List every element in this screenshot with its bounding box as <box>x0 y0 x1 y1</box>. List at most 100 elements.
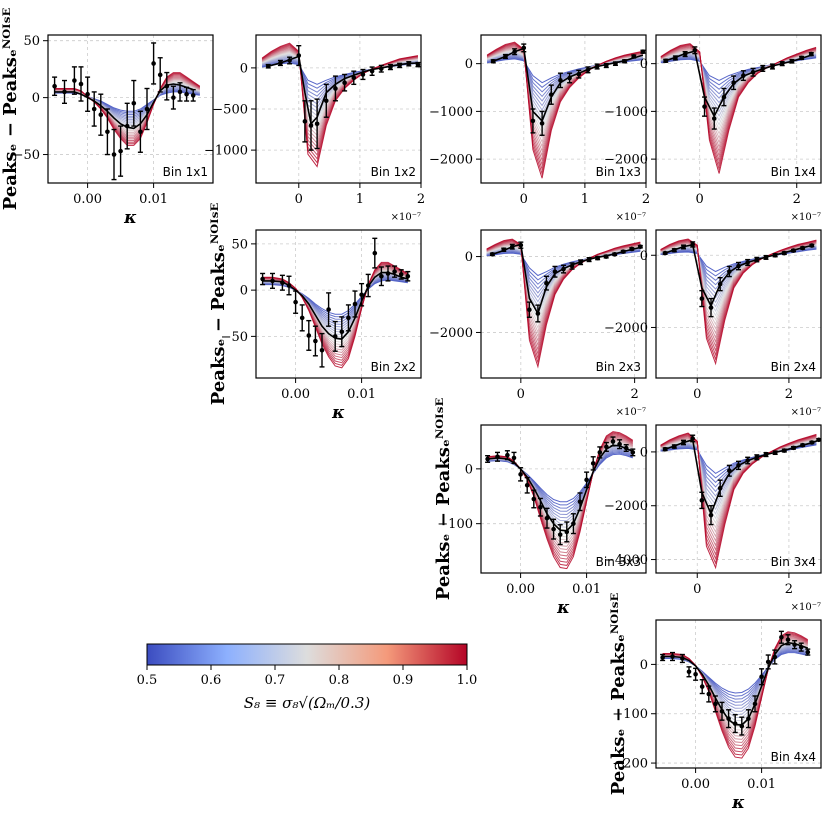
plot-frame <box>655 34 822 184</box>
x-tick-label: 0 <box>693 387 701 402</box>
data-point <box>388 64 393 70</box>
data-point <box>681 440 686 445</box>
y-tick-label: −100 <box>437 517 473 532</box>
data-point <box>760 66 766 71</box>
y-tick-label: −50 <box>13 148 40 163</box>
data-point <box>157 72 163 78</box>
data-point <box>397 63 402 68</box>
data-points <box>265 44 421 151</box>
data-point <box>333 86 338 91</box>
data-point <box>260 276 265 282</box>
data-point <box>690 436 695 441</box>
data-point <box>727 468 732 474</box>
data-point <box>630 450 636 455</box>
data-point <box>564 529 570 535</box>
data-point <box>286 283 292 288</box>
data-point <box>699 684 705 689</box>
y-tick-label: −2000 <box>604 499 648 514</box>
data-point <box>359 292 364 298</box>
data-point <box>339 329 345 335</box>
colorbar-label: S₈ ≡ σ₈√(Ωₘ/0.3) <box>244 694 371 712</box>
data-point <box>138 129 143 135</box>
plot-frame <box>255 229 422 379</box>
plot-frame <box>655 229 822 379</box>
x-tick-label: 2 <box>630 387 638 402</box>
data-point <box>746 716 751 721</box>
data-point <box>558 78 563 83</box>
data-point <box>405 273 411 279</box>
data-point <box>527 307 532 312</box>
data-point <box>699 498 705 503</box>
data-point <box>372 250 378 256</box>
data-point <box>799 55 804 61</box>
data-points <box>662 241 815 318</box>
data-point <box>680 656 685 661</box>
data-point <box>706 691 712 697</box>
plot-area <box>256 230 421 378</box>
data-point <box>736 463 741 468</box>
y-tick-label: −1000 <box>204 144 248 159</box>
data-point <box>731 80 736 86</box>
axis-exponent: ×10⁻⁷ <box>391 212 421 223</box>
y-tick-label: −4000 <box>604 553 648 568</box>
data-point <box>177 89 183 95</box>
x-axis-label: κ <box>123 208 137 228</box>
model-curve <box>662 631 809 759</box>
model-curve <box>261 42 418 168</box>
y-tick-label: −2000 <box>429 326 473 341</box>
bin-label: Bin 3x3 <box>596 555 641 569</box>
data-point <box>763 255 769 260</box>
data-point <box>378 66 384 72</box>
data-point <box>190 93 196 98</box>
y-tick-label: −1000 <box>604 105 648 120</box>
data-point <box>754 257 760 262</box>
data-point <box>557 532 563 537</box>
data-point <box>323 98 329 104</box>
data-point <box>672 247 677 253</box>
y-tick-label: 0 <box>640 249 648 264</box>
data-point <box>124 123 130 129</box>
x-tick-label: 0.01 <box>572 582 601 597</box>
x-tick-label: 0 <box>517 387 525 402</box>
data-point <box>686 669 692 675</box>
data-point <box>663 58 669 64</box>
plot-frame <box>655 424 822 574</box>
data-point <box>308 123 314 128</box>
data-point <box>699 296 705 301</box>
data-point <box>584 477 589 483</box>
data-point <box>144 106 150 112</box>
data-point <box>782 250 787 256</box>
data-point <box>809 243 815 248</box>
plot-frame <box>480 34 647 184</box>
data-point <box>673 55 678 61</box>
data-point <box>503 54 508 59</box>
data-point <box>280 280 285 286</box>
x-tick-label: 0.00 <box>681 777 710 792</box>
data-point <box>726 716 731 721</box>
data-point <box>772 654 778 660</box>
data-points <box>52 42 196 181</box>
data-point <box>692 47 698 53</box>
fiducial-line <box>665 50 812 118</box>
data-point <box>415 62 421 67</box>
data-point <box>62 89 67 95</box>
x-tick-label: 0.00 <box>281 387 310 402</box>
model-curve <box>486 238 641 369</box>
y-tick-label: 0 <box>465 250 473 265</box>
data-point <box>719 708 725 714</box>
x-axis-label: κ <box>331 403 345 423</box>
data-point <box>352 301 358 307</box>
x-tick-label: 2 <box>785 387 793 402</box>
x-tick-label: 0.00 <box>73 192 102 207</box>
data-point <box>551 526 556 532</box>
data-point <box>518 472 523 477</box>
y-tick-label: 0 <box>640 57 648 72</box>
x-tick-label: 0 <box>295 192 303 207</box>
data-point <box>561 266 566 272</box>
data-point <box>638 244 643 249</box>
x-tick-label: 0 <box>696 192 704 207</box>
data-point <box>490 251 495 257</box>
data-point <box>640 49 646 55</box>
